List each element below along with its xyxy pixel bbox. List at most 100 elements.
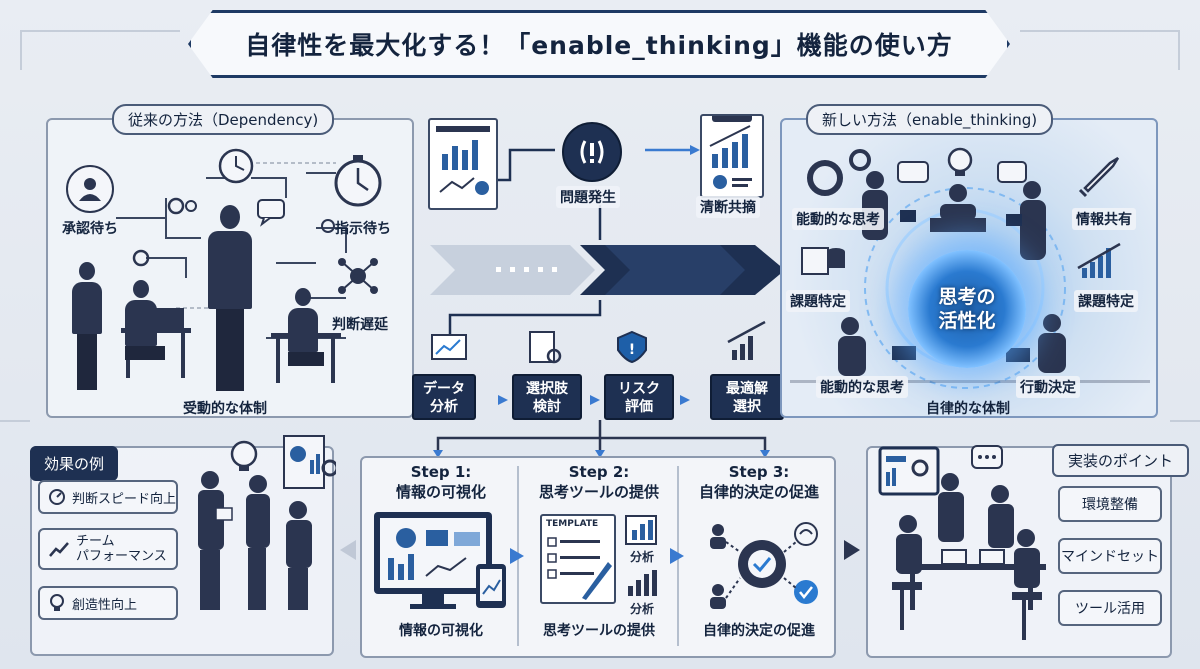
steps-dividers bbox=[510, 466, 684, 646]
steps-connector bbox=[433, 420, 770, 458]
decision-document bbox=[700, 112, 764, 198]
check-circle-icon bbox=[794, 580, 818, 604]
point-environment: 環境整備 bbox=[1058, 486, 1162, 522]
autonomous-system-label: 自律的な体制 bbox=[926, 401, 1010, 417]
laptop-icon bbox=[1006, 348, 1030, 362]
speech-bubble-icon bbox=[257, 199, 285, 219]
implementation-tab: 実装のポイント bbox=[1052, 444, 1190, 477]
template-document: TEMPLATE bbox=[540, 514, 616, 604]
growth-chart-icon bbox=[1082, 268, 1087, 278]
gauge-icon bbox=[49, 489, 65, 505]
step3-title: Step 3:自律的決定の促進 bbox=[698, 463, 819, 501]
instruction-wait-label: 指示待ち bbox=[335, 221, 391, 237]
action-decision-label: 行動決定 bbox=[1016, 376, 1080, 398]
manager-person bbox=[208, 205, 252, 393]
effects-tab: 効果の例 bbox=[30, 446, 119, 481]
right-arrow-icon bbox=[844, 540, 860, 560]
lightbulb-icon bbox=[50, 594, 64, 611]
standing-person bbox=[72, 262, 102, 392]
svg-text:!: ! bbox=[629, 342, 635, 358]
effects-people-illustration bbox=[198, 435, 336, 610]
user-icon bbox=[66, 165, 114, 213]
dashboard-monitor-icon bbox=[374, 512, 506, 609]
approval-wait-label: 承認待ち bbox=[62, 221, 118, 237]
chart-icon bbox=[49, 542, 69, 557]
active-thinking-bottom-label: 能動的な思考 bbox=[816, 376, 908, 398]
rocket-icon bbox=[1083, 156, 1120, 193]
bar-chart-icon bbox=[625, 515, 657, 545]
chat-icon bbox=[794, 522, 818, 546]
speech-bubble-icon bbox=[897, 161, 929, 183]
step1-caption: 情報の可視化 bbox=[399, 623, 483, 639]
center-flow-graphic: ! bbox=[430, 145, 785, 405]
analysis-label-b: 分析 bbox=[630, 602, 655, 616]
step-risk-evaluation: リスク評価 bbox=[604, 374, 674, 420]
gear-icon bbox=[167, 197, 185, 215]
info-share-label: 情報共有 bbox=[1072, 208, 1136, 230]
page-title-banner: 自律性を最大化する！「enable_thinking」機能の使い方 bbox=[188, 10, 1010, 78]
active-thinking-top-label: 能動的な思考 bbox=[792, 208, 884, 230]
document-search-icon bbox=[529, 331, 555, 363]
step-data-analysis: データ分析 bbox=[412, 374, 476, 420]
step2-caption: 思考ツールの提供 bbox=[543, 623, 655, 639]
new-method-illustration bbox=[790, 147, 1150, 389]
step3-caption: 自律的決定の促進 bbox=[703, 623, 815, 639]
sitting-person bbox=[288, 288, 324, 388]
speech-bubble-icon bbox=[997, 161, 1027, 183]
old-method-illustration bbox=[116, 148, 382, 383]
gear-icon bbox=[849, 149, 871, 171]
circuit-line bbox=[1020, 30, 1180, 70]
laptop-chart-icon bbox=[431, 334, 467, 360]
effect-creativity: 創造性向上 bbox=[38, 586, 178, 620]
laptop-icon bbox=[156, 308, 184, 328]
gear-icon bbox=[807, 160, 843, 196]
gear-icon bbox=[321, 459, 336, 477]
shield-icon bbox=[617, 330, 647, 364]
problem-label: 問題発生 bbox=[556, 186, 620, 208]
autonomous-decision-illustration bbox=[710, 522, 818, 609]
left-arrow-icon bbox=[340, 540, 356, 560]
monitor-icon bbox=[878, 446, 940, 496]
passive-system-label: 受動的な体制 bbox=[183, 401, 267, 417]
decision-label: 清断共摘 bbox=[696, 196, 760, 218]
new-method-tab: 新しい方法（enable_thinking) bbox=[806, 104, 1054, 135]
person-silhouette bbox=[938, 492, 964, 542]
bar-chart-icon bbox=[628, 570, 657, 596]
alert-icon bbox=[562, 122, 622, 182]
check-icon bbox=[752, 557, 772, 573]
sitting-person bbox=[125, 280, 165, 388]
circuit-line bbox=[1170, 420, 1200, 422]
decision-delay-label: 判断遅延 bbox=[332, 317, 388, 333]
step-optimal-selection: 最適解選択 bbox=[710, 374, 784, 420]
issue-identify-right-label: 課題特定 bbox=[1074, 290, 1138, 312]
circuit-line bbox=[20, 30, 180, 70]
implementation-team-illustration bbox=[878, 445, 1046, 640]
person-icon bbox=[710, 597, 726, 609]
analysis-label-a: 分析 bbox=[630, 550, 655, 564]
point-tools: ツール活用 bbox=[1058, 590, 1162, 626]
step2-title: Step 2:思考ツールの提供 bbox=[538, 463, 659, 501]
gear-icon bbox=[321, 219, 335, 233]
lightbulb-icon bbox=[230, 440, 258, 468]
person-silhouette bbox=[198, 490, 224, 550]
old-method-tab: 従来の方法（Dependency) bbox=[112, 104, 335, 135]
document-icon bbox=[801, 247, 829, 275]
laptop-icon bbox=[892, 346, 916, 360]
gear-icon bbox=[132, 249, 150, 267]
pencil-icon bbox=[582, 562, 612, 600]
page-title: 自律性を最大化する！「enable_thinking」機能の使い方 bbox=[245, 31, 953, 60]
report-document bbox=[428, 118, 498, 210]
lightbulb-icon bbox=[947, 147, 973, 173]
step-option-review: 選択肢検討 bbox=[512, 374, 582, 420]
table bbox=[896, 564, 1046, 570]
circuit-line bbox=[0, 420, 30, 422]
issue-identify-left-label: 課題特定 bbox=[786, 290, 850, 312]
effect-decision-speed: 判断スピード向上 bbox=[38, 480, 178, 514]
step1-title: Step 1:情報の可視化 bbox=[395, 463, 486, 501]
person-icon bbox=[710, 537, 726, 549]
thinking-activation-core: 思考の 活性化 bbox=[908, 250, 1026, 368]
laptop-icon bbox=[979, 549, 1005, 565]
growth-chart-icon bbox=[732, 350, 737, 360]
effect-team-performance: チームパフォーマンス bbox=[38, 528, 178, 570]
laptop-icon bbox=[941, 549, 967, 565]
